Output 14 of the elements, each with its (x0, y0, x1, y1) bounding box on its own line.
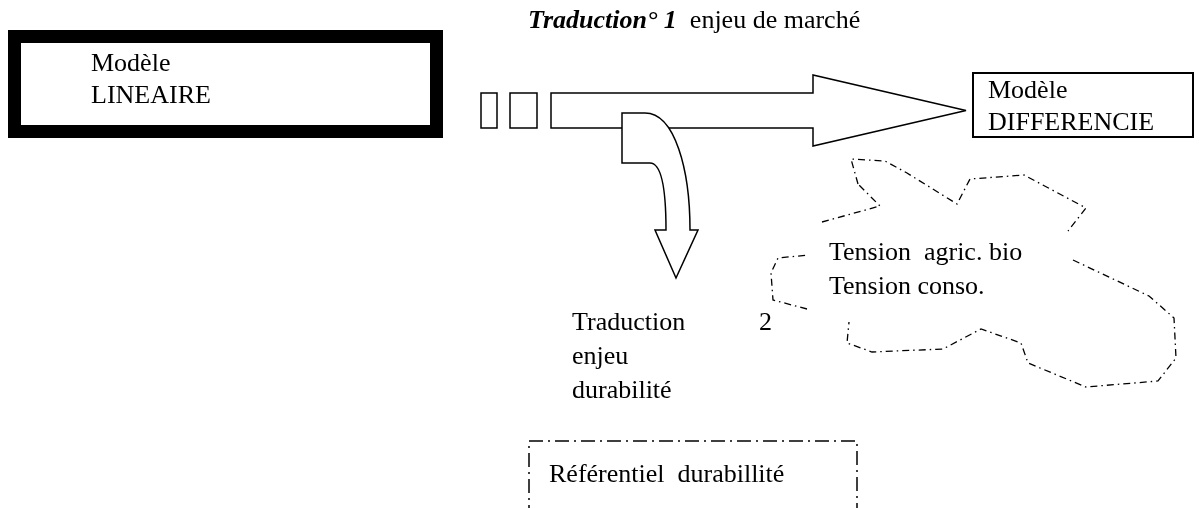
node-text: Tension conso. (829, 270, 986, 302)
node-text: Référentiel durabillité (549, 458, 785, 490)
node-text: Modèle DIFFERENCIE (988, 74, 1155, 138)
model-box (972, 72, 1194, 138)
block-arrow (480, 74, 967, 147)
block-arrow (621, 112, 699, 279)
node-text: enjeu durabilité (572, 340, 673, 406)
model-box (8, 30, 443, 138)
node-text: 2 (759, 306, 772, 338)
dashdot-box (528, 440, 858, 508)
node-text: Modèle LINEAIRE (91, 47, 211, 111)
node-text: Tension agric. bio (829, 236, 1023, 268)
edge-label: Traduction° 1 enjeu de marché (528, 4, 861, 36)
node-text: Traduction (572, 306, 686, 338)
